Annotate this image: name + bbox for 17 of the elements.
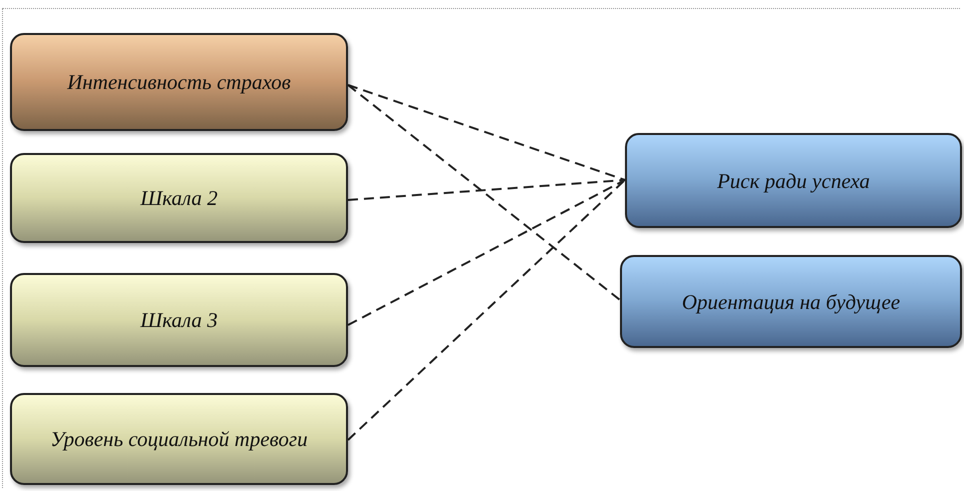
rounded-box [620, 255, 962, 348]
box-label: Ориентация на будущее [682, 288, 900, 314]
rounded-box [10, 153, 348, 243]
dashed-connector [348, 179, 626, 201]
box-label: Риск ради успеха [717, 168, 870, 194]
dashed-connector [347, 179, 626, 441]
dashed-connector [348, 179, 626, 326]
box-label: Уровень социальной тревоги [50, 426, 308, 452]
rounded-box [625, 133, 962, 228]
rounded-box [10, 33, 348, 131]
box-label: Интенсивность страхов [67, 69, 291, 95]
dashed-connector [347, 84, 621, 301]
box-label: Шкала 2 [140, 185, 218, 211]
dashed-connector [348, 84, 626, 181]
rounded-box [10, 393, 348, 485]
box-label: Шкала 3 [140, 307, 218, 333]
rounded-box [10, 273, 348, 367]
